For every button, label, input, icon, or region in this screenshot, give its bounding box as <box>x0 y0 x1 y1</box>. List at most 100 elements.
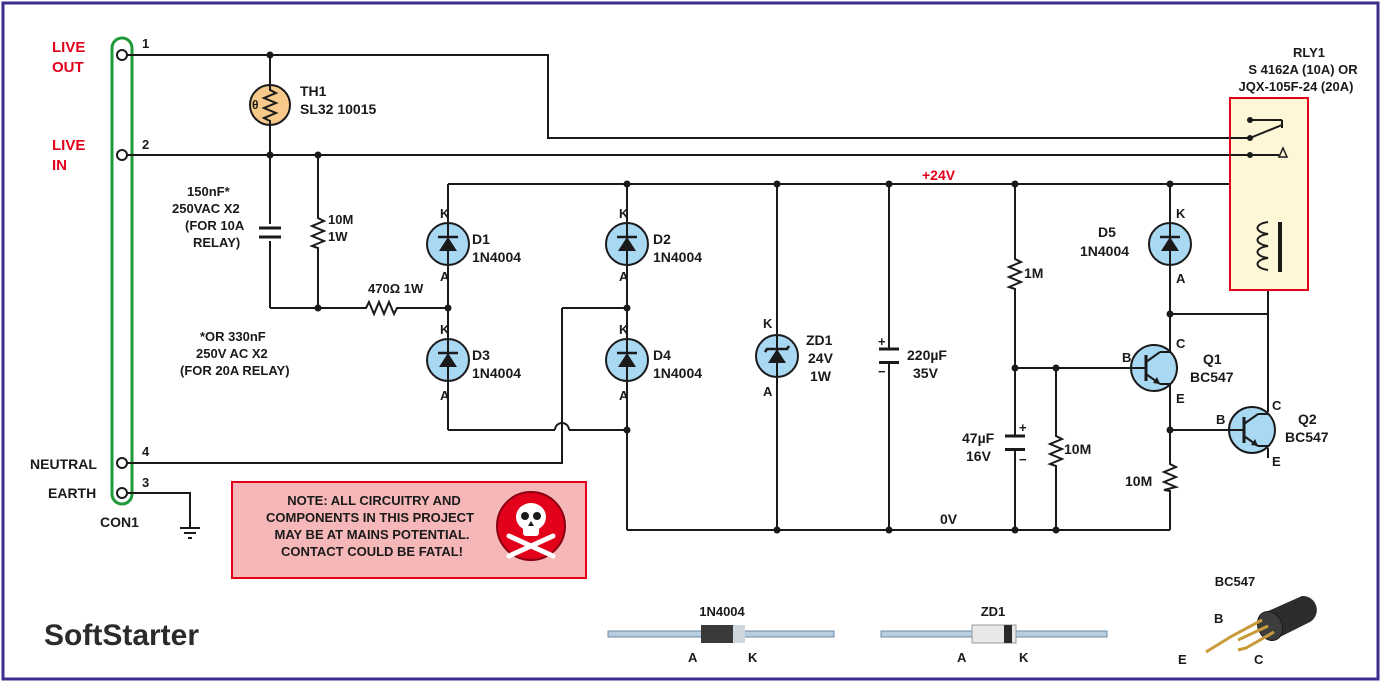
d2-ref: D2 <box>653 231 671 247</box>
c220-value: 220µF <box>907 347 947 363</box>
transistor-pinout-c: C <box>1254 652 1264 667</box>
diode-d5: K A D5 1N4004 <box>1080 206 1193 286</box>
warning-note: NOTE: ALL CIRCUITRY AND COMPONENTS IN TH… <box>231 481 587 579</box>
q2-b: B <box>1216 412 1225 427</box>
cap-x2-line1: 150nF* <box>187 184 231 199</box>
zener-zd1: K A ZD1 24V 1W <box>754 316 834 399</box>
th1-ref: TH1 <box>300 83 327 99</box>
zener-pinout-label: ZD1 <box>981 604 1006 619</box>
live-in-label-2: IN <box>52 157 67 174</box>
transistor-q2: B C E Q2 BC547 <box>1216 398 1329 469</box>
r10m-line2: 1W <box>328 229 348 244</box>
transistor-pinout-label: BC547 <box>1215 574 1255 589</box>
warning-line3: MAY BE AT MAINS POTENTIAL. <box>274 527 469 542</box>
d3-k: K <box>440 322 450 337</box>
transistor-pinout: BC547 B E C <box>1178 574 1317 667</box>
diode-pinout-a: A <box>688 650 698 665</box>
pin-4-label: 4 <box>142 444 150 459</box>
d2-a: A <box>619 269 629 284</box>
connector-outline <box>110 36 134 506</box>
d4-a: A <box>619 388 629 403</box>
q2-c: C <box>1272 398 1282 413</box>
neutral-label: NEUTRAL <box>30 456 97 472</box>
d1-value: 1N4004 <box>472 249 521 265</box>
zener-pinout: ZD1 A K <box>880 604 1108 665</box>
zd1-voltage: 24V <box>808 350 834 366</box>
c220-minus: − <box>878 364 886 379</box>
live-out-label-1: LIVE <box>52 39 85 56</box>
d3-value: 1N4004 <box>472 365 521 381</box>
d4-ref: D4 <box>653 347 671 363</box>
pin-2-label: 2 <box>142 137 149 152</box>
cap-x2-line4: RELAY) <box>193 235 240 250</box>
diode-d4: K A D4 1N4004 <box>604 322 702 403</box>
relay-line2: S 4162A (10A) OR <box>1248 62 1358 77</box>
diagram-title: SoftStarter <box>44 619 199 652</box>
th1-value: SL32 10015 <box>300 101 376 117</box>
resistor-1m: 1M <box>1006 255 1043 290</box>
resistor-10m-1w: 10M 1W <box>309 212 353 250</box>
d1-ref: D1 <box>472 231 490 247</box>
alt-cap-line3: (FOR 20A RELAY) <box>180 363 290 378</box>
pin-1-label: 1 <box>142 36 149 51</box>
alt-cap-line1: *OR 330nF <box>200 329 266 344</box>
q1-ref: Q1 <box>1203 351 1222 367</box>
thermistor-th1: θ TH1 SL32 10015 <box>249 83 376 126</box>
zd1-power: 1W <box>810 368 832 384</box>
c47-minus: − <box>1019 452 1027 467</box>
capacitor-220uf: + − 220µF 35V <box>878 334 947 381</box>
zd1-k: K <box>763 316 773 331</box>
live-in-label-1: LIVE <box>52 137 85 154</box>
r10m-line1: 10M <box>328 212 353 227</box>
diode-pinout-label: 1N4004 <box>699 604 745 619</box>
zd1-ref: ZD1 <box>806 332 833 348</box>
q2-value: BC547 <box>1285 429 1329 445</box>
c47-value: 47µF <box>962 430 995 446</box>
c47-voltage: 16V <box>966 448 992 464</box>
r1m-label: 1M <box>1024 265 1043 281</box>
q2-ref: Q2 <box>1298 411 1317 427</box>
transistor-pinout-b: B <box>1214 611 1223 626</box>
d3-ref: D3 <box>472 347 490 363</box>
d2-k: K <box>619 206 629 221</box>
resistor-10m-mid: 10M <box>1047 432 1091 468</box>
transistor-q1: B C E Q1 BC547 <box>1122 336 1234 406</box>
d5-k: K <box>1176 206 1186 221</box>
d5-value: 1N4004 <box>1080 243 1129 259</box>
c220-voltage: 35V <box>913 365 939 381</box>
c47-plus: + <box>1019 420 1027 435</box>
cap-x2-line2: 250VAC X2 <box>172 201 240 216</box>
d2-value: 1N4004 <box>653 249 702 265</box>
rail-positive-label: +24V <box>922 167 956 183</box>
c220-plus: + <box>878 334 886 349</box>
skull-crossbones-icon <box>496 491 566 561</box>
transistor-pinout-e: E <box>1178 652 1187 667</box>
d1-k: K <box>440 206 450 221</box>
relay-rly1: RLY1 S 4162A (10A) OR JQX-105F-24 (20A) <box>1229 45 1358 291</box>
d4-k: K <box>619 322 629 337</box>
diode-d2: K A D2 1N4004 <box>604 206 702 284</box>
connector-con1: 1 2 4 3 LIVE OUT LIVE IN NEUTRAL EARTH C… <box>30 36 150 530</box>
wiring <box>127 54 1269 539</box>
r470-label: 470Ω 1W <box>368 281 424 296</box>
diode-pinout-k: K <box>748 650 758 665</box>
alt-cap-line2: 250V AC X2 <box>196 346 268 361</box>
q1-value: BC547 <box>1190 369 1234 385</box>
d5-ref: D5 <box>1098 224 1116 240</box>
capacitor-47uf: + − 47µF 16V <box>962 420 1027 467</box>
relay-box <box>1229 97 1309 291</box>
d4-value: 1N4004 <box>653 365 702 381</box>
d5-a: A <box>1176 271 1186 286</box>
theta-symbol: θ <box>252 98 259 112</box>
live-out-label-2: OUT <box>52 59 84 76</box>
r10m-low-label: 10M <box>1125 473 1152 489</box>
zener-pinout-k: K <box>1019 650 1029 665</box>
warning-line1: NOTE: ALL CIRCUITRY AND <box>287 493 461 508</box>
rail-ground-label: 0V <box>940 511 958 527</box>
resistor-470: 470Ω 1W <box>362 281 424 317</box>
diode-d1: K A D1 1N4004 <box>425 206 521 284</box>
zener-pinout-a: A <box>957 650 967 665</box>
warning-line2: COMPONENTS IN THIS PROJECT <box>266 510 474 525</box>
